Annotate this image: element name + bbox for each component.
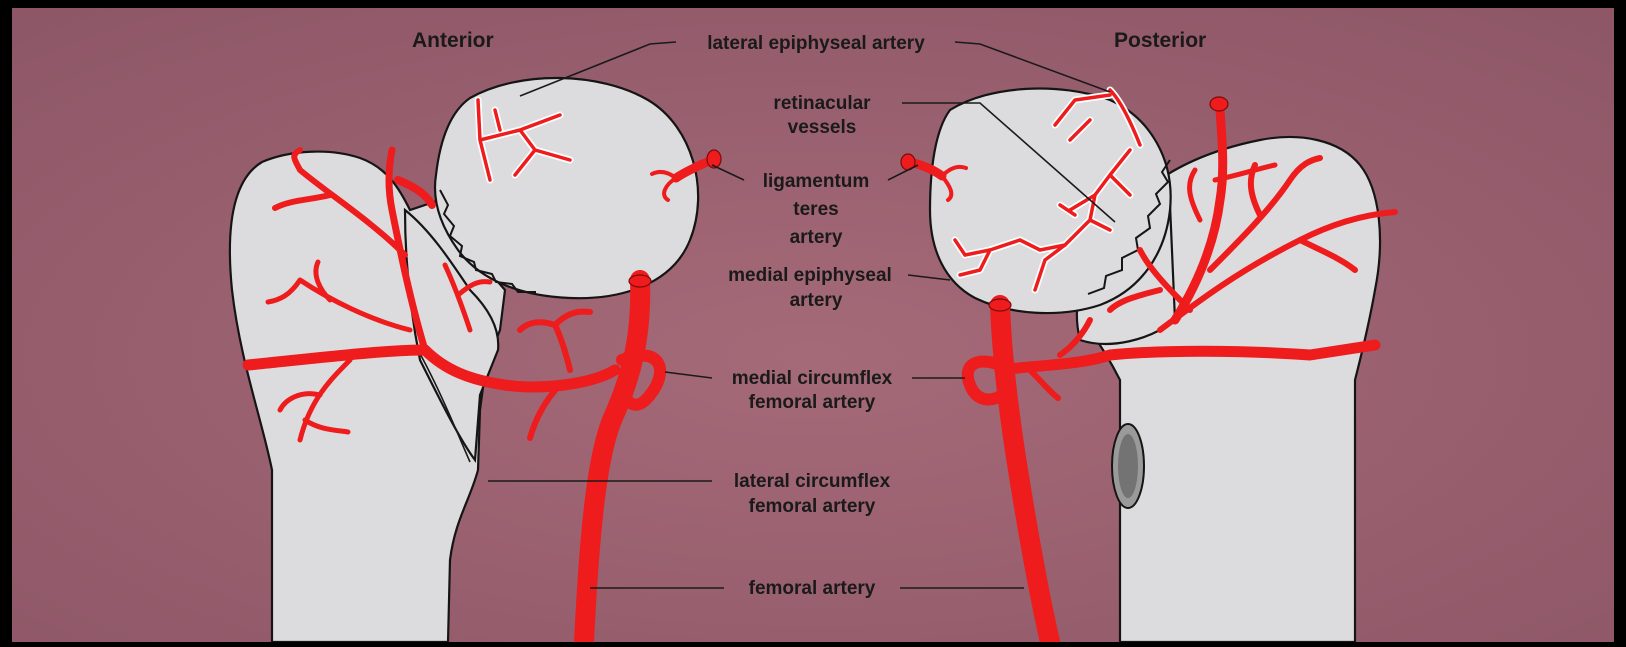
posterior-femoral-head xyxy=(930,89,1171,314)
label-medial-circumflex-line1: medial circumflex xyxy=(732,368,893,389)
label-retinacular-line2: vessels xyxy=(788,117,857,138)
label-ligamentum-line2: teres xyxy=(793,199,838,220)
posterior-nutrient-foramen-texture xyxy=(1118,434,1138,498)
label-medial-circumflex-line2: femoral artery xyxy=(749,392,876,413)
label-lateral-circumflex-line2: femoral artery xyxy=(749,496,876,517)
label-ligamentum-line3: artery xyxy=(790,227,843,248)
label-lateral-epiphyseal-artery: lateral epiphyseal artery xyxy=(707,33,925,54)
label-ligamentum-line1: ligamentum xyxy=(763,171,870,192)
view-label-anterior: Anterior xyxy=(412,29,494,52)
label-lateral-circumflex-line1: lateral circumflex xyxy=(734,471,891,492)
posterior-ascending-cut-end xyxy=(1210,97,1228,111)
anterior-femoral-artery-cut-end xyxy=(629,275,651,287)
label-medial-epiphyseal-line2: artery xyxy=(790,290,843,311)
posterior-femoral-artery-cut-end xyxy=(989,299,1011,311)
view-label-posterior: Posterior xyxy=(1114,29,1206,52)
label-medial-epiphyseal-line1: medial epiphyseal xyxy=(728,265,892,286)
label-retinacular-line1: retinacular xyxy=(773,93,871,114)
label-femoral-artery: femoral artery xyxy=(749,578,876,599)
